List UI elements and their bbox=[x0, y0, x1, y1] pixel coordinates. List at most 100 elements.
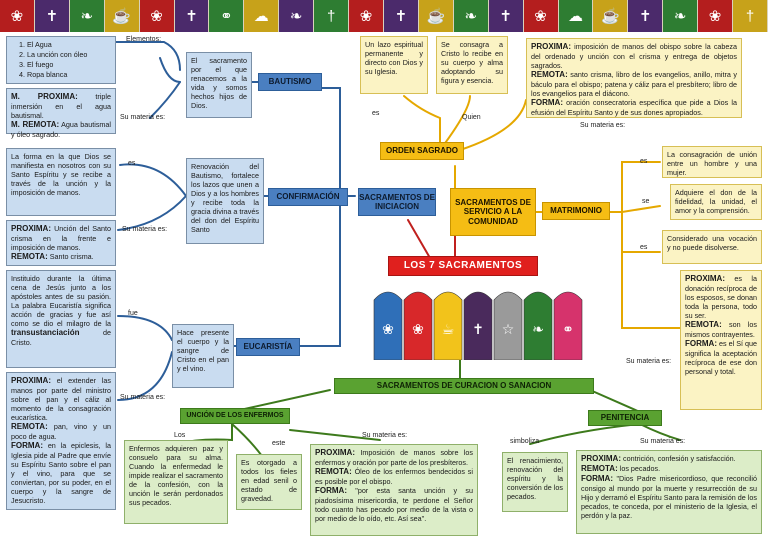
matrimonio-proxima-value: es la donación recíproca de los esposos,… bbox=[685, 274, 757, 320]
matrimonio-remota-key: REMOTA: bbox=[685, 320, 722, 329]
flame-icon: ❀ bbox=[349, 0, 384, 32]
iniciacion-header: SACRAMENTOS DE INICIACION bbox=[358, 188, 436, 216]
uncion-este-label: este bbox=[272, 440, 286, 447]
eucaristia-materia-box: PROXIMA: el extender las manos por parte… bbox=[6, 372, 116, 510]
matrimonio-proxima-key: PROXIMA: bbox=[685, 274, 725, 283]
orden-proxima-key: PROXIMA: bbox=[531, 42, 571, 51]
penitencia-renacimiento-box: El renacimiento, renovación del espíritu… bbox=[502, 452, 568, 512]
bautismo-elementos-box: El AguaLa unción con óleoEl fuegoRopa bl… bbox=[6, 36, 116, 84]
matrimonio-materia-label: Su materia es: bbox=[626, 358, 672, 365]
confirmacion-remota-key: REMOTA: bbox=[11, 252, 48, 261]
orden-quien-label: Quien bbox=[462, 114, 481, 121]
vestment-icon: ❀ bbox=[403, 291, 433, 361]
bautismo-header: BAUTISMO bbox=[258, 73, 322, 91]
matrimonio-def2: Adquiere el don de la fidelidad, la unid… bbox=[675, 188, 757, 215]
flame-icon: ❀ bbox=[698, 0, 734, 32]
orden-materia-box: PROXIMA: imposición de manos del obispo … bbox=[526, 38, 742, 118]
cloud-icon: ☁ bbox=[244, 0, 280, 32]
matrimonio-remota-value: son los mismos contrayentes. bbox=[685, 320, 757, 339]
dove-icon: ❧ bbox=[279, 0, 315, 32]
eucaristia-definicion-box: Hace presente el cuerpo y la sangre de C… bbox=[172, 324, 234, 388]
matrimonio-materia-box: PROXIMA: es la donación recíproca de los… bbox=[680, 270, 762, 410]
svg-text:✝: ✝ bbox=[472, 322, 484, 338]
matrimonio-def3: Considerado una vocación y no puede diso… bbox=[667, 234, 757, 252]
candle-icon: † bbox=[733, 0, 768, 32]
penitencia-materia-label: Su materia es: bbox=[640, 438, 686, 445]
eucaristia-forma-key: FORMA: bbox=[11, 441, 43, 450]
vestment-icon: ❀ bbox=[373, 291, 403, 361]
line-iniciacion-eucaristia bbox=[299, 195, 341, 347]
cloud-icon: ☁ bbox=[558, 0, 594, 32]
bautismo-elemento-item: Ropa blanca bbox=[27, 70, 111, 79]
svg-text:❧: ❧ bbox=[532, 322, 544, 338]
main-title: LOS 7 SACRAMENTOS bbox=[388, 256, 538, 276]
confirmacion-forma-box: La forma en la que Dios se manifiesta en… bbox=[6, 148, 116, 216]
orden-forma-value: oración consecratoria específica que pid… bbox=[531, 98, 737, 117]
orden-proxima-value: imposición de manos del obispo sobre la … bbox=[531, 42, 737, 70]
uncion-forma-value: "por esta santa unción y su piadosísima … bbox=[315, 486, 473, 523]
confirmacion-definicion-box: Renovación del Bautismo, fortalece los l… bbox=[186, 158, 264, 244]
bautismo-materia-label: Su materia es: bbox=[120, 114, 166, 121]
bautismo-remota-value: Agua bautismal y óleo sagrado. bbox=[11, 120, 112, 139]
orden-lazo-box: Un lazo espiritual permanente y directo … bbox=[360, 36, 428, 94]
confirmacion-header: CONFIRMACIÓN bbox=[268, 188, 348, 206]
matrimonio-def3-box: Considerado una vocación y no puede diso… bbox=[662, 230, 762, 264]
vestment-icon: ☆ bbox=[493, 291, 523, 361]
matrimonio-def1-box: La consagración de unión entre un hombre… bbox=[662, 146, 762, 178]
eucaristia-fue-label: fue bbox=[128, 310, 138, 317]
dove-icon: ❧ bbox=[663, 0, 699, 32]
uncion-otorgado: Es otorgado a todos los fieles en edad s… bbox=[241, 458, 297, 503]
penitencia-proxima-value: contrición, confesión y satisfacción. bbox=[623, 454, 736, 463]
orden-materia-label: Su materia es: bbox=[580, 122, 626, 129]
orden-forma-key: FORMA: bbox=[531, 98, 563, 107]
confirmacion-forma: La forma en la que Dios se manifiesta en… bbox=[11, 152, 111, 197]
matrimonio-def1: La consagración de unión entre un hombre… bbox=[667, 150, 757, 177]
eucaristia-proxima-key: PROXIMA: bbox=[11, 376, 51, 385]
orden-remota-value: santo crisma, libro de los evangelios, a… bbox=[531, 70, 737, 98]
penitencia-materia-box: PROXIMA: contrición, confesión y satisfa… bbox=[576, 450, 762, 534]
vestment-icon: ☕ bbox=[433, 291, 463, 361]
penitencia-forma-value: "Dios Padre misericordioso, que reconcil… bbox=[581, 474, 758, 520]
bautismo-definicion-box: El sacramento por el que renacemos a la … bbox=[186, 52, 252, 118]
uncion-enfermos: Enfermos adquieren paz y consuelo para s… bbox=[129, 444, 223, 507]
confirmacion-definicion: Renovación del Bautismo, fortalece los l… bbox=[191, 162, 259, 234]
penitencia-proxima-key: PROXIMA: bbox=[581, 454, 621, 463]
uncion-header: UNCIÓN DE LOS ENFERMOS bbox=[180, 408, 290, 424]
matrimonio-se-label: se bbox=[642, 198, 650, 205]
vestment-icon: ❧ bbox=[523, 291, 553, 361]
confirmacion-proxima-key: PROXIMA: bbox=[11, 224, 51, 233]
bautismo-proxima-value: triple inmersión en el agua bautismal. bbox=[11, 92, 112, 120]
svg-text:⚭: ⚭ bbox=[562, 322, 574, 338]
matrimonio-es2-label: es bbox=[640, 244, 648, 251]
cross-icon: ✝ bbox=[34, 0, 70, 32]
uncion-remota-key: REMOTA: bbox=[315, 467, 352, 476]
eucaristia-transustanciacion: transustanciación bbox=[11, 328, 80, 337]
orden-remota-key: REMOTA: bbox=[531, 70, 568, 79]
matrimonio-es1-label: es bbox=[640, 158, 648, 165]
penitencia-forma-key: FORMA: bbox=[581, 474, 613, 483]
matrimonio-forma-key: FORMA: bbox=[685, 339, 717, 348]
confirmacion-proxima-value: Unción del Santo crisma en la frente e i… bbox=[11, 224, 112, 252]
eucaristia-definicion: Hace presente el cuerpo y la sangre de C… bbox=[177, 328, 229, 373]
bautismo-definicion: El sacramento por el que renacemos a la … bbox=[191, 56, 247, 110]
penitencia-header: PENITENCIA bbox=[588, 410, 662, 426]
eucaristia-forma-value: en la epiclesis, la Iglesia pide al Padr… bbox=[11, 441, 111, 505]
bautismo-remota-key: M. REMOTA: bbox=[11, 120, 60, 129]
orden-header: ORDEN SAGRADO bbox=[380, 142, 464, 160]
eucaristia-remota-value: pan, vino y un poco de agua. bbox=[11, 422, 111, 441]
uncion-otorgado-box: Es otorgado a todos los fieles en edad s… bbox=[236, 454, 302, 510]
orden-consagra-box: Se consagra a Cristo lo recibe en su cue… bbox=[436, 36, 508, 94]
chalice-icon: ☕ bbox=[593, 0, 629, 32]
uncion-proxima-key: PROXIMA: bbox=[315, 448, 355, 457]
eucaristia-remota-key: REMOTA: bbox=[11, 422, 48, 431]
vestment-icon: ✝ bbox=[463, 291, 493, 361]
flame-icon: ❀ bbox=[0, 0, 35, 32]
confirmacion-es-label: es bbox=[128, 160, 136, 167]
sacrament-icon-banner: ❀✝❧☕❀✝⚭☁❧†❀✝☕❧✝❀☁☕✝❧❀† bbox=[0, 0, 768, 32]
bautismo-materia-box: M. PROXIMA: triple inmersión en el agua … bbox=[6, 88, 116, 139]
rings-icon: ⚭ bbox=[209, 0, 245, 32]
cross-icon: ✝ bbox=[174, 0, 210, 32]
orden-es-label: es bbox=[372, 110, 380, 117]
bautismo-elemento-item: La unción con óleo bbox=[27, 50, 111, 59]
confirmacion-materia-label: Su materia es: bbox=[122, 226, 168, 233]
